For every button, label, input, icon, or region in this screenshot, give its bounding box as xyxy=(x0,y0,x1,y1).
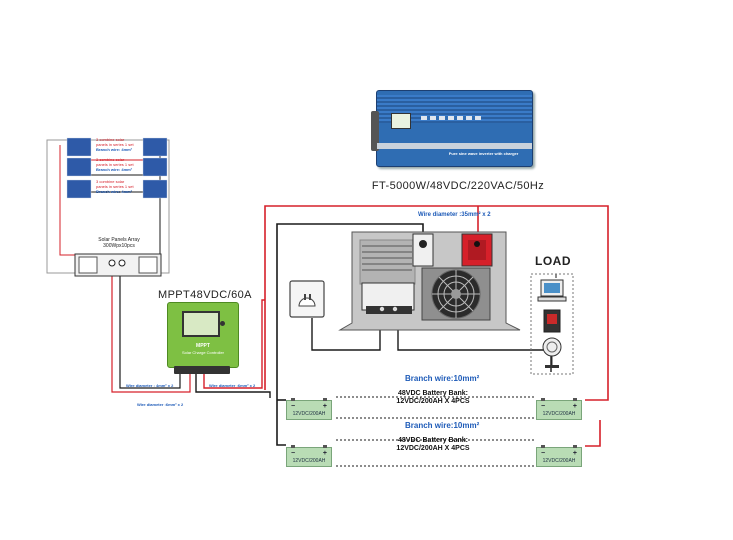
main-positive-wire xyxy=(264,205,609,401)
wire-label-top: Wire diameter :35mm² x 2 xyxy=(418,212,491,218)
battery-2-right: − + 12VDC/200AH xyxy=(536,445,582,467)
inverter-panel-text: Pure sine wave inverter with charger xyxy=(448,151,519,156)
inverter-side-panel xyxy=(371,111,379,151)
controller-model-label: MPPT48VDC/60A xyxy=(158,289,252,301)
inverter-model-label: FT-5000W/48VDC/220VAC/50Hz xyxy=(371,180,545,192)
ac-output-wire xyxy=(311,316,381,351)
bank-1-caption: 48VDC Battery Bank: 12VDC/200AH X 4PCS xyxy=(396,390,470,405)
battery-minus: − xyxy=(541,403,546,410)
charge-controller: MPPT Solar Charge Controller xyxy=(167,302,239,368)
battery-plus: + xyxy=(322,450,327,457)
solar-panels xyxy=(66,137,168,199)
fan-icon xyxy=(542,337,562,357)
wire-label-controller-right: Wire diameter :6mm² x 2 xyxy=(209,383,256,388)
battery-label: 12VDC/200AH xyxy=(292,411,326,417)
battery-2-left: − + 12VDC/200AH xyxy=(286,445,332,467)
bank-2-caption: 48VDC Battery Bank: 12VDC/200AH X 4PCS xyxy=(396,437,470,452)
load-box xyxy=(530,273,574,375)
battery-minus: − xyxy=(291,450,296,457)
wire-label-controller-bottom: Wire diameter :6mm² x 2 xyxy=(137,402,184,407)
solar-row-note-3: 3 combine solar panels in series 1 set B… xyxy=(96,179,134,194)
battery-label: 12VDC/200AH xyxy=(542,411,576,417)
inverter-silver-band xyxy=(377,143,532,149)
solar-row-note-1: 3 combine solar panels in series 1 set B… xyxy=(96,137,134,152)
battery-label: 12VDC/200AH xyxy=(542,458,576,464)
inverter: Pure sine wave inverter with charger xyxy=(371,90,533,167)
warning-label xyxy=(361,282,415,311)
pv-positive-wire xyxy=(111,275,191,393)
main-negative-wire xyxy=(276,223,424,446)
bank-1-branch-wire: Branch wire:10mm² xyxy=(405,374,480,383)
battery-minus: − xyxy=(541,450,546,457)
battery-plus: + xyxy=(322,403,327,410)
solar-row-note-2: 3 combine solar panels in series 1 set B… xyxy=(96,157,134,172)
bank-2-branch-wire: Branch wire:10mm² xyxy=(405,421,480,430)
controller-brand: MPPT xyxy=(196,343,210,349)
battery-plus: + xyxy=(572,450,577,457)
battery-label: 12VDC/200AH xyxy=(292,458,326,464)
inverter-buttons xyxy=(421,116,481,120)
controller-terminals xyxy=(174,366,230,374)
battery-plus: + xyxy=(572,403,577,410)
inverter-display xyxy=(391,113,411,129)
controller-button xyxy=(220,321,225,326)
dc-positive-terminal xyxy=(461,233,493,267)
solar-array-caption: Solar Panels Array 300Wpx10pcs xyxy=(98,237,140,249)
battery-minus: − xyxy=(291,403,296,410)
dc-negative-terminal xyxy=(412,233,434,267)
battery-1-right: − + 12VDC/200AH xyxy=(536,398,582,420)
battery-1-left: − + 12VDC/200AH xyxy=(286,398,332,420)
pv-negative-wire xyxy=(119,275,181,389)
wire-label-controller-left: Wire diameter : 4mm² x 2 xyxy=(126,383,174,388)
controller-subtitle: Solar Charge Controller xyxy=(181,350,225,355)
load-title: LOAD xyxy=(535,254,571,268)
controller-display xyxy=(182,311,220,337)
